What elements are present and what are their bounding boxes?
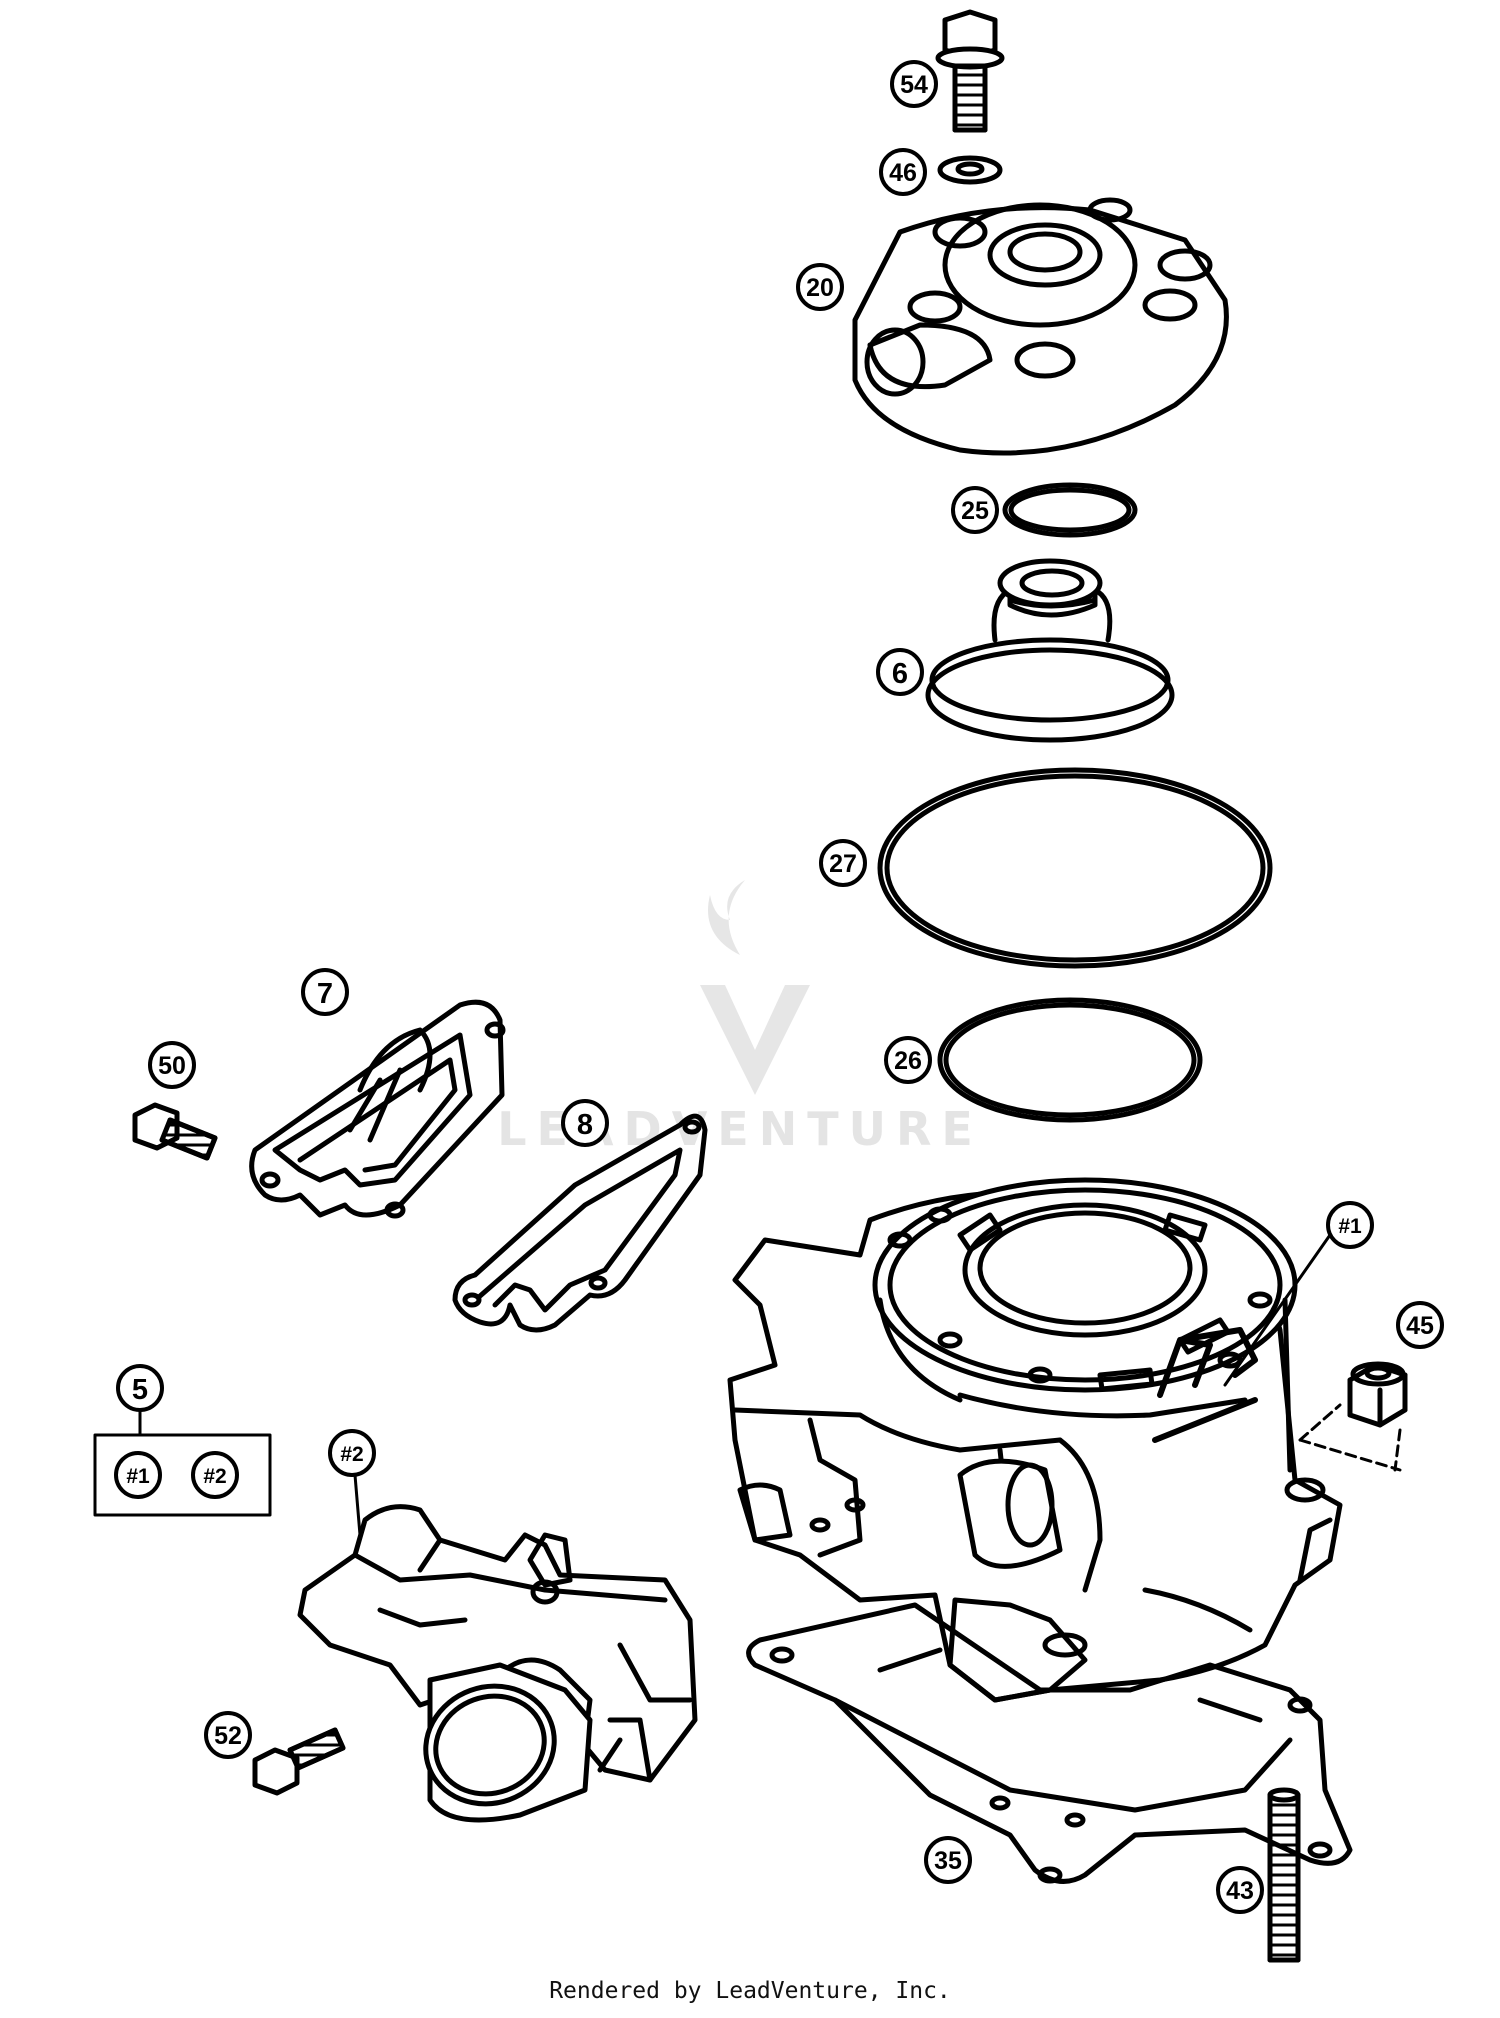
callout-52: 52 [204,1711,252,1759]
callouts: 54 46 20 25 6 27 26 7 [114,60,1444,1914]
svg-text:20: 20 [806,274,834,302]
svg-text:50: 50 [158,1052,186,1080]
part-54-bolt [935,9,1005,133]
svg-text:35: 35 [934,1847,962,1875]
part-52-bolt [252,1727,346,1796]
leader-1 [1223,1233,1332,1387]
part-26-o-ring [937,997,1203,1123]
leader-2 [353,1473,362,1537]
callout-50: 50 [148,1041,196,1089]
svg-text:45: 45 [1406,1312,1434,1340]
callout-manifold: #2 [328,1429,376,1477]
callout-6: 6 [876,648,924,696]
part-manifold [297,1504,698,1823]
svg-text:#1: #1 [126,1465,150,1488]
part-43-stud [1267,1787,1301,1963]
callout-54: 54 [890,60,938,108]
callout-46: 46 [879,148,927,196]
callout-5: 5 [116,1364,164,1412]
callout-27: 27 [819,839,867,887]
svg-text:#1: #1 [1338,1215,1362,1238]
svg-text:6: 6 [892,658,908,690]
leader-45 [1298,1403,1402,1472]
kit-item-1: #1 [114,1451,162,1499]
svg-text:#2: #2 [203,1465,226,1488]
callout-7: 7 [301,968,349,1016]
part-7-cover [249,999,506,1219]
callout-43: 43 [1216,1866,1264,1914]
svg-text:8: 8 [577,1109,593,1141]
svg-text:5: 5 [132,1374,148,1406]
callout-25: 25 [951,486,999,534]
svg-text:54: 54 [900,71,928,99]
callout-35: 35 [924,1836,972,1884]
svg-text:52: 52 [214,1722,242,1750]
svg-text:27: 27 [829,850,857,878]
callout-20: 20 [796,263,844,311]
svg-text:43: 43 [1226,1877,1254,1905]
part-25-o-ring [1002,482,1138,538]
part-27-o-ring [877,767,1273,969]
svg-text:25: 25 [961,497,989,525]
part-35-base-gasket [746,1602,1353,1884]
callout-cylinder: #1 [1326,1201,1374,1249]
svg-text:#2: #2 [340,1443,363,1466]
part-50-bolt [132,1102,218,1161]
svg-text:46: 46 [889,159,917,187]
kit-5-box [93,1408,272,1517]
footer-credit: Rendered by LeadVenture, Inc. [549,1978,951,2004]
part-45-nut [1347,1361,1408,1428]
callout-26: 26 [884,1036,932,1084]
kit-item-2: #2 [191,1451,239,1499]
part-cylinder [727,1177,1343,1703]
svg-text:26: 26 [894,1047,922,1075]
callout-8: 8 [561,1099,609,1147]
svg-text:7: 7 [317,978,333,1010]
part-46-washer [937,155,1003,185]
part-20-cylinder-head [852,197,1229,456]
part-8-gasket [452,1113,708,1333]
part-6-head-insert [925,558,1175,743]
callout-45: 45 [1396,1301,1444,1349]
